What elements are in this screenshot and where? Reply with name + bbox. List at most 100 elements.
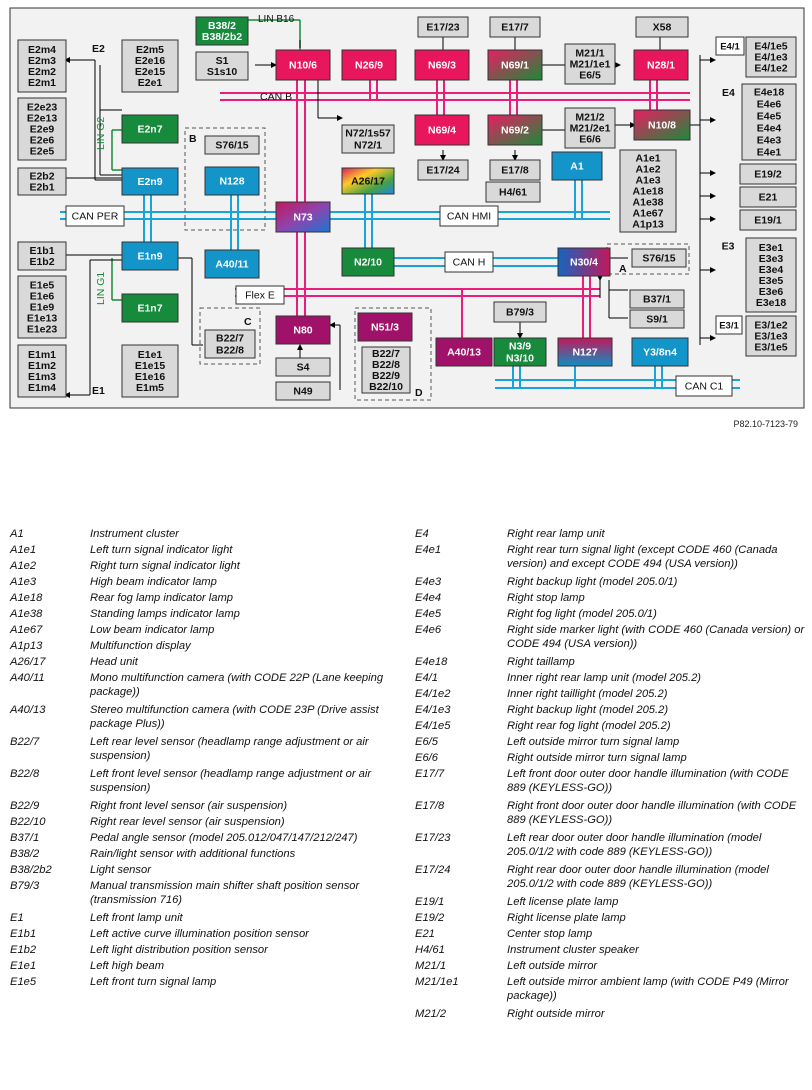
legend-key: E4/1e3 <box>415 704 451 716</box>
box-label: E6/6 <box>579 134 601 146</box>
box-a40-11: A40/11 <box>204 249 260 279</box>
vertical-magenta-lines <box>296 80 658 340</box>
box-n28-1: N28/1 <box>633 49 689 81</box>
reference-code: P82.10-7123-79 <box>733 419 798 429</box>
box-label: B38/2 <box>208 20 236 32</box>
legend-key: B22/10 <box>10 816 46 828</box>
label-lin-g2: LIN G2 <box>95 117 107 150</box>
box-label: N49 <box>293 386 312 398</box>
box-label: E4/1e3 <box>754 52 787 64</box>
legend-value: Right side marker light (with CODE 460 (… <box>507 624 805 650</box>
box-label: E21 <box>759 192 778 204</box>
legend-value: Left license plate lamp <box>507 896 619 908</box>
legend-value: Stereo multifunction camera (with CODE 2… <box>90 704 379 730</box>
legend-value: Rain/light sensor with additional functi… <box>90 848 296 860</box>
box-label: E2e9 <box>30 124 55 136</box>
box-label: B79/3 <box>506 307 534 319</box>
legend-value: Right rear level sensor (air suspension) <box>90 816 285 828</box>
box-label: N10/8 <box>648 120 676 132</box>
box-label: M21/2 <box>575 112 604 124</box>
box-label: E1e1 <box>138 349 163 361</box>
box-s76-15-a: S76/15 <box>631 248 687 268</box>
box-label: E2e5 <box>30 146 55 158</box>
box-label: E3e3 <box>759 253 784 265</box>
box-label: E4e5 <box>757 111 782 123</box>
legend-key: E1e1 <box>10 960 37 972</box>
box-label: Flex E <box>245 290 275 302</box>
box-label: E3/1e2 <box>754 320 787 332</box>
box-label: E2e6 <box>30 135 55 147</box>
box-label: CAN H <box>453 257 486 269</box>
box-label: E4/1e2 <box>754 63 787 75</box>
box-label: A1e67 <box>633 208 664 220</box>
box-label: S76/15 <box>642 253 675 265</box>
label-e1-label: E1 <box>92 385 105 397</box>
box-e17-7: E17/7 <box>489 16 541 38</box>
box-can-c1: CAN C1 <box>675 375 733 397</box>
legend-value: Left front lamp unit <box>90 912 183 924</box>
box-label: CAN HMI <box>447 211 491 223</box>
box-e21: E21 <box>739 186 797 208</box>
box-label: S4 <box>297 362 310 374</box>
box-label: E1n7 <box>137 303 162 315</box>
box-e3-1: E3/1 <box>715 315 743 335</box>
box-label: S1s10 <box>207 66 238 78</box>
legend-key: A1p13 <box>10 640 43 652</box>
legend-value: Right outside mirror turn signal lamp <box>507 752 687 764</box>
legend-key: B22/8 <box>10 768 40 780</box>
box-label: E3e4 <box>759 264 784 276</box>
group-d <box>354 307 432 401</box>
box-n127: N127 <box>557 337 613 367</box>
group-c <box>199 307 261 365</box>
legend-key: A26/17 <box>10 656 46 668</box>
box-a40-13: A40/13 <box>435 337 493 367</box>
box-s4: S4 <box>275 357 331 377</box>
box-label: A1 <box>570 161 584 173</box>
box-label: E3e1 <box>759 242 784 254</box>
legend-value: Right backup light (model 205.2) <box>507 704 669 716</box>
legend-key: E19/2 <box>415 912 445 924</box>
box-label: H4/61 <box>499 187 527 199</box>
box-label: E2e15 <box>135 66 166 78</box>
label-c-label: C <box>244 316 252 328</box>
legend-value: Left rear door outer door handle illumin… <box>507 832 762 858</box>
box-label: E4e18 <box>754 87 785 99</box>
box-n10-8: N10/8 <box>633 109 691 141</box>
legend-key: E4/1e5 <box>415 720 451 732</box>
legend-key: E6/5 <box>415 736 439 748</box>
legend-key: B22/7 <box>10 736 40 748</box>
box-label: E2e1 <box>138 77 163 89</box>
box-label: Y3/8n4 <box>643 347 677 359</box>
legend-key: A1e1 <box>10 544 37 556</box>
box-can-hmi: CAN HMI <box>439 205 499 227</box>
can-b-bus <box>220 92 690 101</box>
box-label: E2m3 <box>28 55 56 67</box>
legend-key: E4e6 <box>415 624 442 636</box>
legend-key: A1e18 <box>10 592 43 604</box>
box-label: N51/3 <box>371 322 399 334</box>
legend-value: Right taillamp <box>507 656 575 668</box>
legend-value: Multifunction display <box>90 640 191 652</box>
box-label: N80 <box>293 325 312 337</box>
legend-value: Instrument cluster speaker <box>507 944 639 956</box>
box-b37-1: B37/1 <box>629 289 685 309</box>
legend-value: Center stop lamp <box>507 928 593 940</box>
box-b79-3: B79/3 <box>493 301 547 323</box>
box-n69-4: N69/4 <box>414 114 470 146</box>
legend-key: E17/8 <box>415 800 445 812</box>
legend-key: E1e5 <box>10 976 37 988</box>
legend-key: E17/23 <box>415 832 451 844</box>
box-label: E3/1e3 <box>754 331 787 343</box>
legend-key: M21/2 <box>415 1008 447 1020</box>
box-s76-15: S76/15 <box>204 135 260 155</box>
label-d-label: D <box>415 387 423 399</box>
legend-key: A1e3 <box>10 576 37 588</box>
